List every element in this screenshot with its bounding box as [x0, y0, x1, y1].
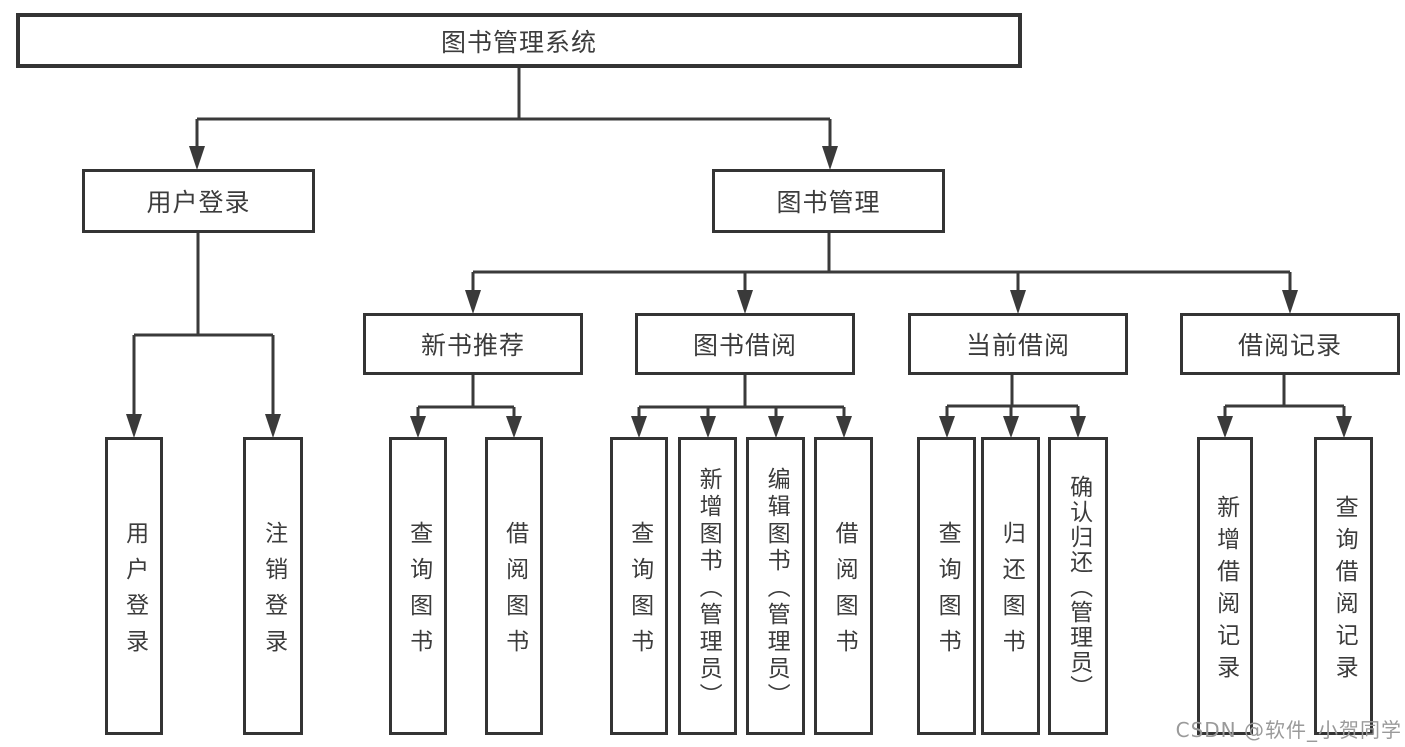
leaf-logout: 注销登录 [243, 437, 303, 735]
leaf-label: 查询图书 [405, 520, 432, 665]
node-new-book-recommend: 新书推荐 [363, 313, 583, 375]
leaf-label: 借阅图书 [501, 520, 528, 665]
leaf-label: 用户登录 [121, 520, 148, 665]
leaf-label: 注销登录 [260, 520, 287, 665]
leaf-records-add: 新增借阅记录 [1197, 437, 1253, 735]
leaf-current-query: 查询图书 [917, 437, 976, 735]
leaf-newbooks-borrow: 借阅图书 [485, 437, 543, 735]
node-system-root: 图书管理系统 [16, 13, 1022, 68]
leaf-label: 查询图书 [626, 520, 653, 665]
leaf-label: 新增借阅记录 [1212, 494, 1239, 687]
leaf-label: 归还图书 [998, 520, 1025, 665]
node-label: 图书借阅 [692, 331, 797, 360]
node-label: 当前借阅 [965, 331, 1070, 360]
node-book-borrow: 图书借阅 [635, 313, 855, 375]
leaf-label: 查询借阅记录 [1331, 494, 1358, 687]
leaf-current-return: 归还图书 [981, 437, 1040, 735]
node-user-login: 用户登录 [82, 169, 315, 233]
leaf-borrow-add-admin: 新增图书（管理员） [678, 437, 737, 735]
leaf-label: 编辑图书（管理员） [763, 466, 790, 710]
node-book-management: 图书管理 [712, 169, 945, 233]
node-label: 图书管理系统 [440, 27, 597, 57]
leaf-borrow-query: 查询图书 [610, 437, 668, 735]
node-label: 用户登录 [146, 188, 251, 217]
csdn-watermark: CSDN @软件_小贺同学 [1175, 718, 1402, 742]
leaf-label: 借阅图书 [831, 520, 858, 665]
leaf-borrow-edit-admin: 编辑图书（管理员） [746, 437, 805, 735]
leaf-records-query: 查询借阅记录 [1314, 437, 1373, 735]
leaf-borrow-book: 借阅图书 [814, 437, 873, 735]
node-label: 图书管理 [776, 188, 881, 217]
arrowheads [126, 146, 1352, 438]
node-label: 新书推荐 [420, 331, 525, 360]
leaf-label: 查询图书 [934, 520, 961, 665]
node-current-borrow: 当前借阅 [908, 313, 1128, 375]
leaf-label: 确认归还（管理员） [1065, 474, 1092, 700]
leaf-current-confirm-admin: 确认归还（管理员） [1048, 437, 1108, 735]
node-label: 借阅记录 [1237, 331, 1342, 360]
leaf-newbooks-query: 查询图书 [389, 437, 447, 735]
leaf-label: 新增图书（管理员） [695, 466, 722, 710]
node-borrow-records: 借阅记录 [1180, 313, 1400, 375]
leaf-user-login: 用户登录 [105, 437, 163, 735]
